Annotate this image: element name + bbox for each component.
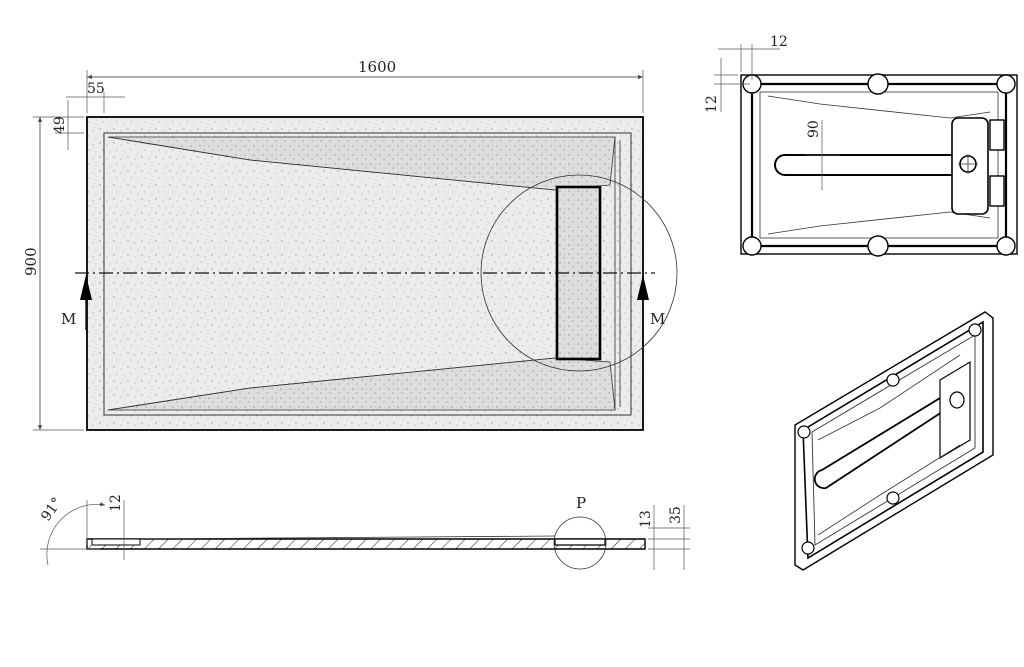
dim-overall-length: 1600 xyxy=(358,58,396,76)
isometric-view xyxy=(794,311,994,571)
top-view: M M 1600 55 900 49 xyxy=(22,58,678,431)
detail-callout: P xyxy=(576,494,586,512)
section-marker-left: M xyxy=(61,310,76,328)
dim-edge-offset-x: 55 xyxy=(87,81,105,97)
back-view: 12 12 90 xyxy=(704,34,1018,257)
dim-back-offset-y: 12 xyxy=(704,95,720,113)
dim-edge-offset-y: 49 xyxy=(52,116,68,134)
dim-overall-width: 900 xyxy=(22,247,40,276)
dim-back-offset-x: 12 xyxy=(770,34,788,50)
section-arrow-left xyxy=(80,275,92,330)
section-marker-right: M xyxy=(650,310,665,328)
dim-right-height-inner: 13 xyxy=(638,510,654,528)
section-view: 91° 12 P 13 35 xyxy=(38,494,690,570)
back-slot xyxy=(774,154,956,176)
dim-right-height-total: 35 xyxy=(668,506,684,524)
angle-arc xyxy=(46,502,106,566)
dim-left-height: 12 xyxy=(108,494,124,512)
detail-p-circle xyxy=(553,516,607,570)
detail-circle xyxy=(480,174,678,372)
section-profile xyxy=(86,538,646,550)
dim-channel-width: 90 xyxy=(806,120,822,138)
section-arrow-right xyxy=(637,275,649,330)
dim-slope-angle: 91° xyxy=(38,495,65,525)
